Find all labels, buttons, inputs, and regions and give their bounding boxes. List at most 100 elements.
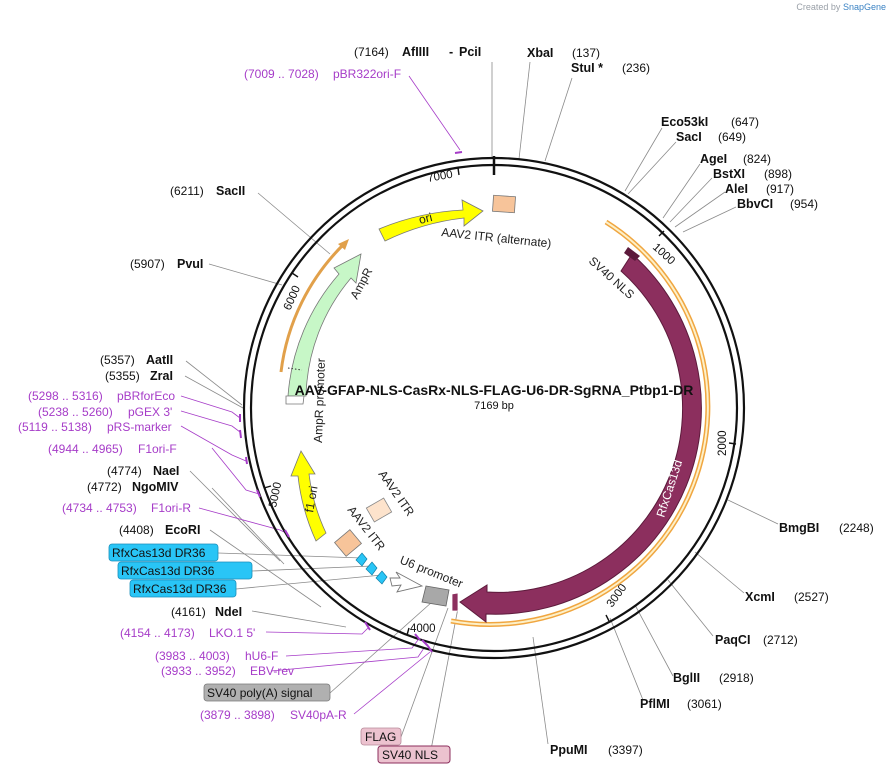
sv40-polya-box-label: SV40 poly(A) signal [207,686,312,700]
leader-hu6 [285,639,419,657]
tick-label-7000: 7000 [426,169,453,185]
primer-mark-pgex [239,429,242,439]
primer-mark-f1ori-f [256,489,261,498]
primer-leaders [180,75,461,715]
primer-f1ori-f: (4944 .. 4965)F1ori-F [48,442,177,456]
sv40-nls-feature [624,247,640,261]
primer-mark-lko [364,621,371,631]
site-paqci: PaqCI(2712) [715,633,798,647]
leader-alei [674,191,726,228]
primer-labels: (7009 .. 7028)pBR322ori-F (5298 .. 5316)… [18,67,401,722]
ampr-promoter-dots [287,367,303,371]
site-pvui: (5907)PvuI [130,257,203,271]
leader-pgex [180,410,241,433]
dr36-box-3-label: RfxCas13d DR36 [133,582,227,596]
ori-label: ori [417,210,433,227]
dr36-box-1-label: RfxCas13d DR36 [112,546,206,560]
ori-feature [378,199,484,242]
primer-prs: (5119 .. 5138)pRS-marker [18,420,172,434]
cas-region-arc [279,219,711,627]
tick-2000 [728,442,737,445]
sv40-nls-box-label: SV40 NLS [382,748,438,762]
dr36-box-2 [117,561,253,580]
leader-prs [180,425,247,462]
ampr-region-arc-head [338,239,349,250]
dr36-marker-1 [355,552,368,567]
leader-sv40pa [353,651,431,715]
tick-label-2000: 2000 [717,430,729,456]
snapgene-brand: SnapGene [842,2,886,12]
leader-bbvci [682,206,737,233]
site-eco53ki: Eco53kI(647) [661,115,759,129]
primer-pbr322ori-f: (7009 .. 7028)pBR322ori-F [244,67,401,81]
leader-saci [627,141,677,195]
site-sacii: (6211)SacII [170,184,245,198]
leader-paqci [667,579,714,637]
leader-ebv [270,647,425,672]
primer-sv40pa: (3879 .. 3898)SV40pA-R [200,708,347,722]
rfxcas13d-feature [459,253,702,624]
leader-ngomiv [211,487,285,565]
site-naei: (4774)NaeI [107,464,179,478]
aav2-itr-alt-feature [492,194,516,214]
dr36-box-3 [129,579,237,598]
leader-ndei [251,610,347,628]
site-bglii: BglII(2918) [673,671,754,685]
leader-aatii [185,360,243,406]
ampr-promoter-label: AmpR promoter [311,358,328,443]
leader-lines [184,61,779,756]
leader-sacii [257,192,331,255]
leader-zrai [184,375,244,409]
tick-label-4000: 4000 [410,623,436,635]
leader-eco53ki [624,127,663,192]
leader-ecori [209,529,322,608]
leader-flag [400,607,449,738]
ruler [263,167,737,636]
site-bmgbi: BmgBI(2248) [779,521,874,535]
ampr-region-arc [279,241,347,373]
leader-agei [662,163,701,219]
leader-lko [265,627,369,635]
dr36-box-1 [108,543,219,562]
flag-box [360,727,402,746]
primer-mark-ebv [421,639,429,647]
boxed-labels: RfxCas13d DR36 RfxCas13d DR36 RfxCas13d … [108,543,451,764]
site-bstxi: BstXI(898) [713,167,792,181]
flag-feature [451,592,459,612]
leader-stui [544,77,573,162]
leader-polya [329,601,433,694]
leader-bmgbi [727,499,779,525]
site-afliii: (7164) AfIIII - PciI [354,43,481,60]
f1-ori-feature [290,450,327,542]
u6-promoter-feature [389,571,424,593]
dr36-box-2-label: RfxCas13d DR36 [121,564,215,578]
leader-sv40-box [429,607,459,756]
leader-pbr322ori-f [408,75,461,151]
primer-pgex: (5238 .. 5260)pGEX 3' [38,405,172,419]
primer-ebv: (3933 .. 3952)EBV-rev [161,664,294,678]
ampr-feature [287,253,362,397]
leader-dr3 [235,574,383,590]
leader-xcmi [694,551,745,594]
leader-pbrforeco [180,395,241,419]
primer-mark-sv40pa [427,645,433,653]
primer-mark-pbr322ori-f [454,151,463,154]
site-xcmi: XcmI(2527) [745,590,829,604]
tick-4000 [406,627,410,636]
site-xbai: XbaI(137) [527,46,600,60]
plasmid-length: 7169 bp [474,400,514,412]
primer-marks [239,151,463,653]
sv40-nls-box [377,745,451,764]
aav2-itr-feature-1 [365,497,393,523]
site-ndei: (4161)NdeI [171,605,242,619]
leader-bglii [634,604,674,677]
dr36-marker-3 [375,570,388,585]
site-ppumi: PpuMI(3397) [550,743,643,757]
primer-lko: (4154 .. 4173)LKO.1 5' [120,626,255,640]
site-stui: StuI *(236) [571,61,650,75]
primer-mark-prs [245,456,248,465]
site-aatii: (5357)AatII [100,353,173,367]
credit-label: Created by SnapGene [796,2,886,12]
primer-f1ori-r: (4734 .. 4753)F1ori-R [62,501,191,515]
